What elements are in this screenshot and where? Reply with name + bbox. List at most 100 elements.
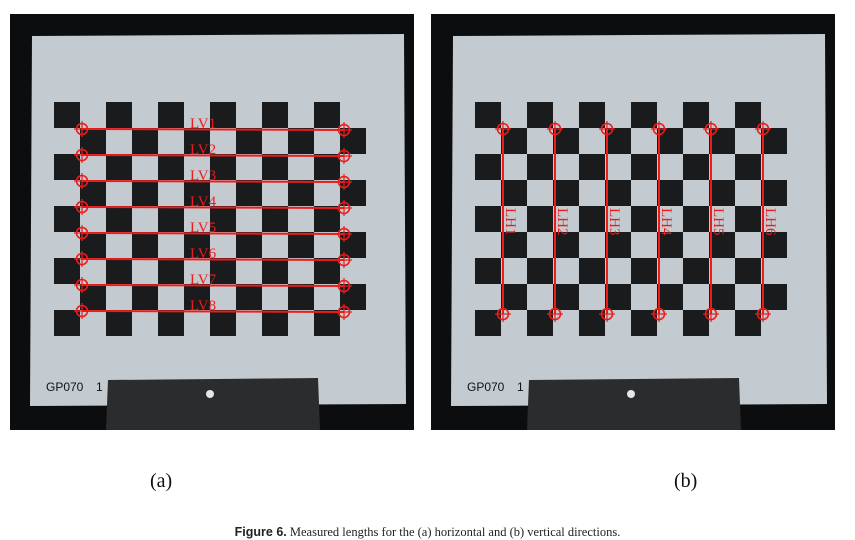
checker-square bbox=[158, 154, 184, 180]
measurement-label: LH6 bbox=[762, 208, 778, 236]
board-holder bbox=[106, 378, 320, 430]
measurement-label: LV1 bbox=[190, 116, 216, 132]
checker-square bbox=[527, 154, 553, 180]
corner-marker bbox=[336, 278, 352, 294]
corner-marker bbox=[495, 306, 511, 322]
checker-square bbox=[54, 310, 80, 336]
corner-marker bbox=[703, 306, 719, 322]
checker-square bbox=[579, 102, 605, 128]
corner-marker bbox=[336, 174, 352, 190]
corner-marker bbox=[651, 306, 667, 322]
checker-square bbox=[501, 180, 527, 206]
measurement-line bbox=[81, 180, 345, 183]
checker-square bbox=[106, 206, 132, 232]
checker-square bbox=[158, 206, 184, 232]
subfigure-label-a: (a) bbox=[150, 470, 173, 492]
measurement-line bbox=[81, 310, 345, 313]
corner-marker bbox=[74, 173, 90, 189]
checker-pattern bbox=[54, 102, 366, 336]
checker-square bbox=[761, 128, 787, 154]
measurement-label: LV6 bbox=[190, 246, 217, 262]
corner-marker bbox=[74, 277, 90, 293]
checker-square bbox=[605, 232, 631, 258]
checker-square bbox=[631, 258, 657, 284]
checker-square bbox=[527, 102, 553, 128]
checker-square bbox=[501, 284, 527, 310]
checker-square bbox=[553, 284, 579, 310]
checker-square bbox=[657, 128, 683, 154]
checker-square bbox=[683, 206, 709, 232]
corner-marker bbox=[336, 148, 352, 164]
checker-square bbox=[314, 206, 340, 232]
measurement-line bbox=[81, 284, 345, 287]
corner-marker bbox=[599, 306, 615, 322]
checker-square bbox=[631, 102, 657, 128]
checker-square bbox=[132, 128, 158, 154]
checker-square bbox=[735, 258, 761, 284]
corner-marker bbox=[74, 121, 90, 137]
checker-square bbox=[683, 154, 709, 180]
checker-square bbox=[709, 180, 735, 206]
checker-square bbox=[210, 206, 236, 232]
checker-square bbox=[761, 284, 787, 310]
checker-square bbox=[158, 258, 184, 284]
measurement-label: LV8 bbox=[190, 298, 216, 314]
checker-square bbox=[579, 258, 605, 284]
checker-square bbox=[106, 154, 132, 180]
holder-hole bbox=[206, 390, 214, 398]
checker-square bbox=[683, 258, 709, 284]
checker-square bbox=[553, 232, 579, 258]
checker-square bbox=[132, 180, 158, 206]
checker-square bbox=[761, 232, 787, 258]
checker-square bbox=[210, 310, 236, 336]
measurement-label: LV3 bbox=[190, 168, 216, 184]
checker-square bbox=[631, 154, 657, 180]
measurement-line bbox=[81, 232, 345, 235]
checker-square bbox=[262, 206, 288, 232]
checker-square bbox=[657, 180, 683, 206]
checker-square bbox=[236, 284, 262, 310]
subfigure-label-b: (b) bbox=[674, 470, 698, 492]
checker-square bbox=[184, 232, 210, 258]
board-holder bbox=[527, 378, 741, 430]
corner-marker bbox=[336, 252, 352, 268]
checker-square bbox=[210, 154, 236, 180]
corner-marker bbox=[336, 122, 352, 138]
corner-marker bbox=[755, 306, 771, 322]
checker-square bbox=[288, 284, 314, 310]
measurement-label: LV2 bbox=[190, 142, 216, 158]
checker-square bbox=[631, 206, 657, 232]
checker-square bbox=[605, 128, 631, 154]
checker-square bbox=[262, 154, 288, 180]
checker-square bbox=[314, 154, 340, 180]
corner-marker bbox=[74, 199, 90, 215]
checker-square bbox=[553, 180, 579, 206]
board-label-tag-suffix: 1 bbox=[96, 380, 103, 394]
checker-square bbox=[475, 258, 501, 284]
checker-square bbox=[210, 102, 236, 128]
corner-marker bbox=[703, 121, 719, 137]
measurement-label: LH3 bbox=[606, 208, 622, 236]
checker-square bbox=[236, 180, 262, 206]
checker-square bbox=[735, 102, 761, 128]
checker-square bbox=[288, 128, 314, 154]
checker-square bbox=[54, 258, 80, 284]
checker-square bbox=[184, 284, 210, 310]
corner-marker bbox=[599, 121, 615, 137]
measurement-line bbox=[81, 128, 345, 131]
checker-square bbox=[579, 206, 605, 232]
checker-square bbox=[579, 154, 605, 180]
checker-square bbox=[709, 128, 735, 154]
checker-square bbox=[158, 102, 184, 128]
corner-marker bbox=[74, 303, 90, 319]
measurement-line bbox=[81, 258, 345, 261]
checker-square bbox=[54, 154, 80, 180]
checker-square bbox=[236, 232, 262, 258]
checker-square bbox=[210, 258, 236, 284]
checker-square bbox=[314, 310, 340, 336]
checker-square bbox=[288, 180, 314, 206]
checker-square bbox=[657, 232, 683, 258]
board-label-tag-suffix: 1 bbox=[517, 380, 524, 394]
